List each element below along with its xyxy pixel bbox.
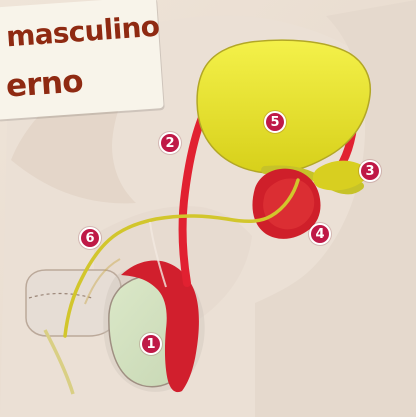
marker-4: 4 [309,223,331,245]
marker-2: 2 [159,132,181,154]
marker-1: 1 [140,333,162,355]
title-line-2: erno [5,66,84,102]
marker-5: 5 [264,111,286,133]
title-label: masculino erno [0,2,160,114]
marker-6: 6 [79,227,101,249]
marker-3: 3 [359,160,381,182]
